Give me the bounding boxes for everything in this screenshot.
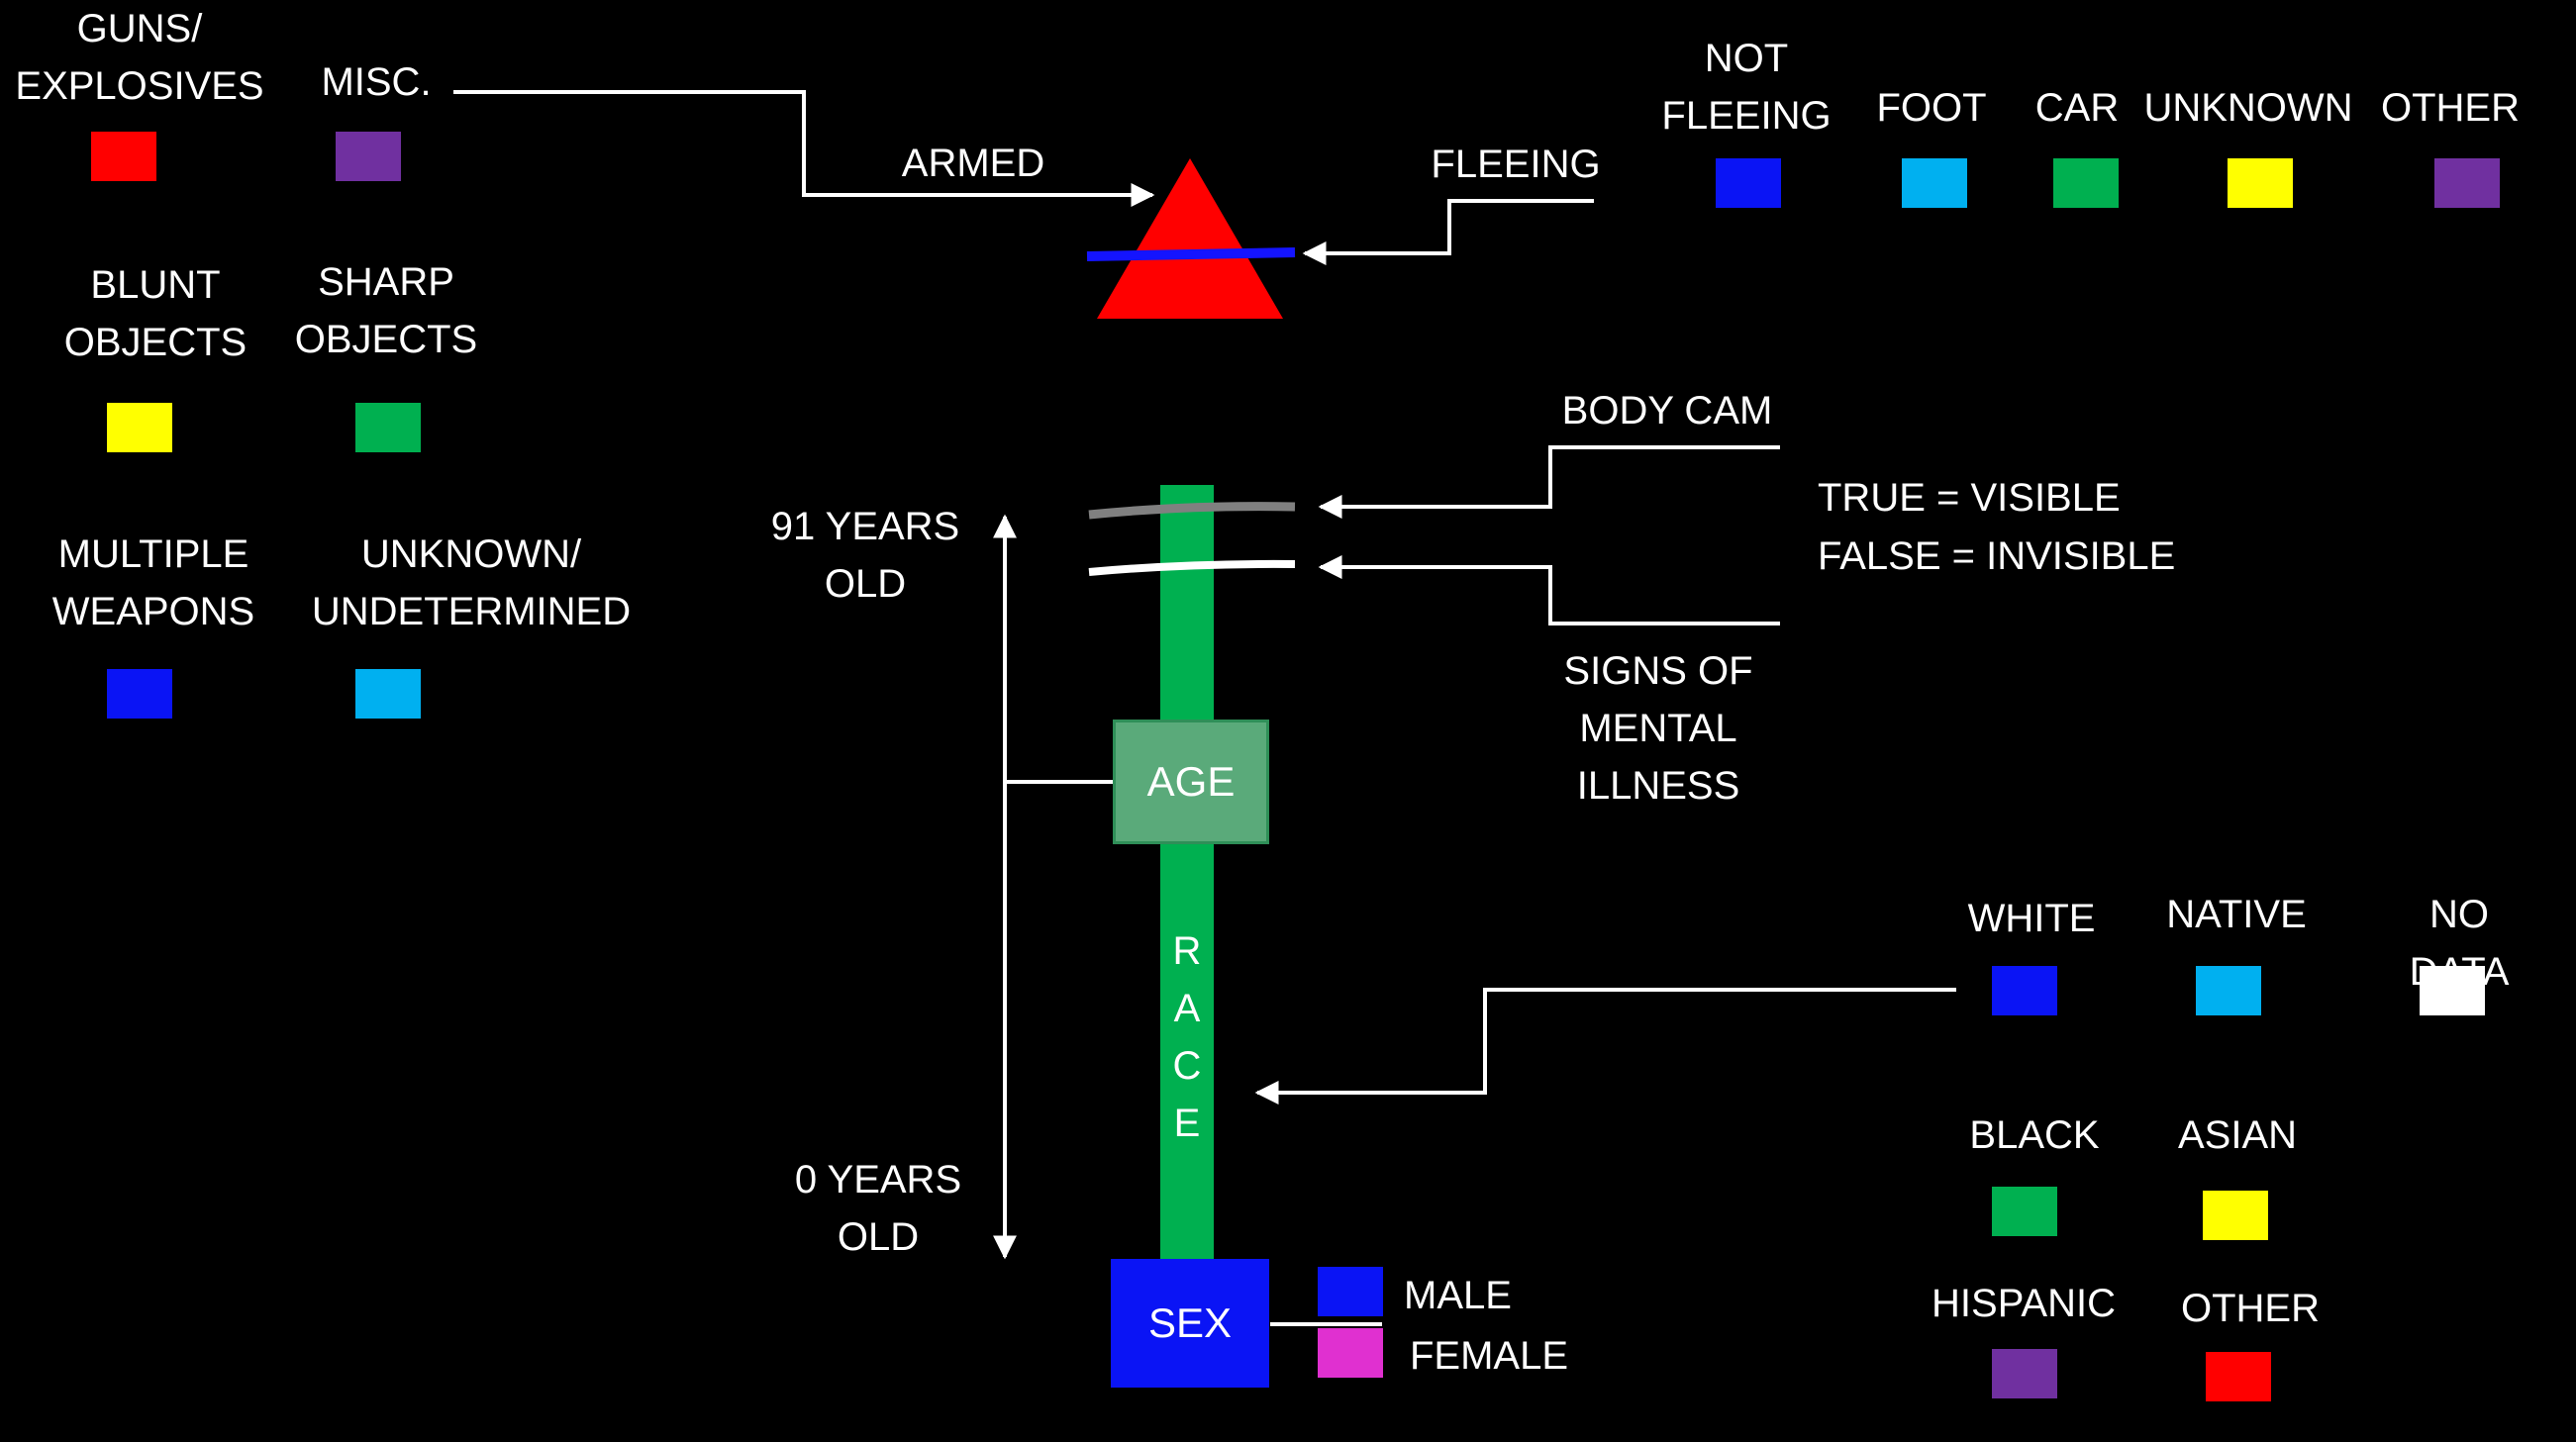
fleeing-band xyxy=(1086,247,1296,261)
fleeing-legend-label: CAR xyxy=(2034,86,2120,130)
race-legend-label: OTHER xyxy=(2181,1287,2320,1330)
race-legend-swatch xyxy=(2196,966,2261,1015)
sex-legend-swatch xyxy=(1318,1267,1383,1316)
fleeing-legend-swatch xyxy=(2434,158,2500,208)
sex-box: SEX xyxy=(1111,1259,1269,1388)
armed-legend-label: MISC. xyxy=(321,60,432,104)
fleeing-legend-label: FOOT xyxy=(1876,86,1987,130)
fleeing-legend-label: NOT FLEEING xyxy=(1661,37,1832,138)
race-legend-swatch xyxy=(1992,966,2057,1015)
age-box: AGE xyxy=(1113,720,1269,844)
race-legend-label: WHITE xyxy=(1967,897,2096,940)
armed-label: ARMED xyxy=(901,142,1045,185)
armed-legend-label: UNKNOWN/ UNDETERMINED xyxy=(311,532,632,633)
race-legend-label: NATIVE xyxy=(2166,893,2307,936)
fleeing-legend-swatch xyxy=(2053,158,2119,208)
armed-connector xyxy=(453,90,1155,207)
stem-bar xyxy=(1160,485,1214,1267)
age-box-label: AGE xyxy=(1146,758,1236,805)
armed-legend-label: BLUNT OBJECTS xyxy=(63,263,248,364)
age-max-label: 91 YEARS OLD xyxy=(770,505,960,606)
age-min-label: 0 YEARS OLD xyxy=(794,1158,962,1259)
fleeing-connector xyxy=(1302,199,1594,265)
sex-legend-label: FEMALE xyxy=(1410,1334,1569,1378)
mental-illness-band xyxy=(1088,559,1296,576)
race-legend-swatch xyxy=(2206,1352,2271,1401)
body-cam-true-text: TRUE = VISIBLE xyxy=(1818,476,2121,520)
race-connector xyxy=(1254,988,1956,1105)
body-cam-band xyxy=(1088,502,1296,520)
armed-legend-label: MULTIPLE WEAPONS xyxy=(51,532,255,633)
sex-legend-label: MALE xyxy=(1404,1274,1512,1317)
fleeing-label: FLEEING xyxy=(1431,143,1601,186)
armed-legend-swatch xyxy=(91,132,156,181)
fleeing-legend-label: UNKNOWN xyxy=(2143,86,2353,130)
armed-legend-label: GUNS/ EXPLOSIVES xyxy=(15,7,264,108)
body-cam-label: BODY CAM xyxy=(1561,389,1773,433)
race-legend-swatch xyxy=(1992,1349,2057,1398)
race-legend-label: ASIAN xyxy=(2177,1113,2298,1157)
race-legend-swatch xyxy=(2203,1191,2268,1240)
armed-legend-swatch xyxy=(355,403,421,452)
armed-legend-label: SHARP OBJECTS xyxy=(294,260,478,361)
glyph-triangle xyxy=(1097,158,1283,319)
mental-illness-connector xyxy=(1318,555,1780,625)
race-stem-label: R A C E xyxy=(1172,929,1202,1145)
race-legend-label: HISPANIC xyxy=(1932,1282,2116,1325)
armed-legend-swatch xyxy=(355,669,421,719)
armed-legend-swatch xyxy=(336,132,401,181)
fleeing-legend-swatch xyxy=(1716,158,1781,208)
mental-illness-label: SIGNS OF MENTAL ILLNESS xyxy=(1563,649,1753,808)
sex-box-label: SEX xyxy=(1147,1299,1233,1346)
body-cam-false-text: FALSE = INVISIBLE xyxy=(1818,534,2176,578)
fleeing-legend-swatch xyxy=(2228,158,2293,208)
armed-legend-swatch xyxy=(107,403,172,452)
fleeing-legend-swatch xyxy=(1902,158,1967,208)
race-legend-swatch xyxy=(1992,1187,2057,1236)
race-legend-swatch xyxy=(2420,966,2485,1015)
sex-legend-swatch xyxy=(1318,1328,1383,1378)
body-cam-connector xyxy=(1318,445,1780,519)
race-legend-label: BLACK xyxy=(1969,1113,2100,1157)
armed-legend-swatch xyxy=(107,669,172,719)
fleeing-legend-label: OTHER xyxy=(2381,86,2520,130)
